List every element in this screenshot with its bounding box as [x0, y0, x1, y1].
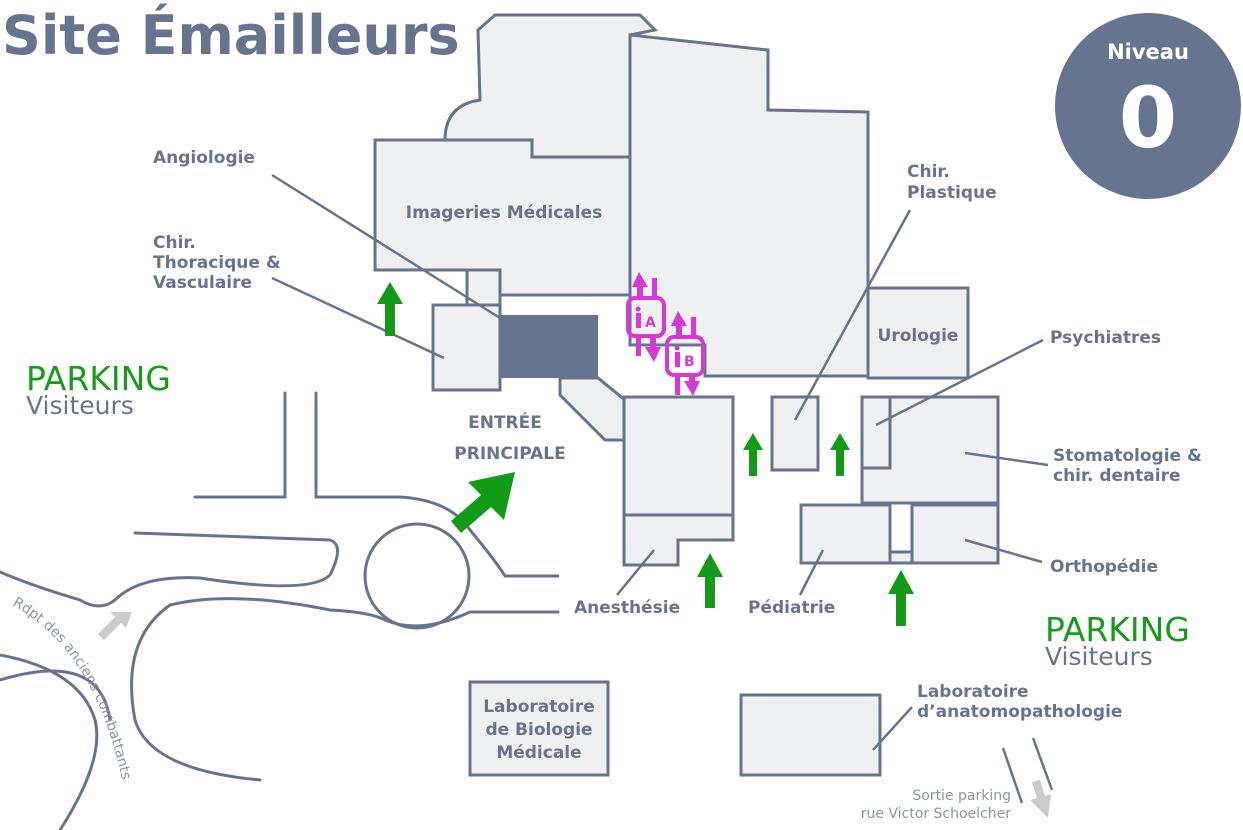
label-entrance: ENTRÉE PRINCIPALE	[454, 411, 565, 464]
buildings	[373, 13, 1000, 777]
svg-text:chir. dentaire: chir. dentaire	[1053, 466, 1180, 486]
label-thoracique: Chir. Thoracique & Vasculaire	[153, 233, 281, 293]
arrow-up-icon	[743, 433, 763, 476]
building-pediatrie	[799, 503, 892, 565]
elevator-a[interactable]: A	[626, 272, 666, 362]
label-lab-anapath: Laboratoire d’anatomopathologie	[917, 682, 1122, 722]
level-badge: Niveau 0	[1055, 13, 1241, 199]
svg-text:Vasculaire: Vasculaire	[153, 273, 252, 293]
parking-right: PARKING Visiteurs	[1045, 610, 1190, 671]
arrow-up-icon	[377, 282, 403, 336]
page-title: Site Émailleurs	[2, 4, 460, 67]
arrow-up-icon	[697, 553, 723, 608]
label-urologie: Urologie	[878, 326, 959, 346]
svg-text:Chir.: Chir.	[153, 233, 196, 253]
building-lab-bio	[468, 680, 610, 777]
svg-text:B: B	[684, 354, 695, 370]
label-plastique: Chir. Plastique	[907, 162, 997, 203]
svg-text:Thoracique &: Thoracique &	[153, 253, 281, 273]
svg-text:A: A	[645, 315, 656, 331]
building-angiologie	[500, 315, 598, 378]
svg-text:ENTRÉE: ENTRÉE	[468, 411, 542, 433]
roads	[0, 391, 1054, 830]
label-orthopedie: Orthopédie	[1050, 557, 1158, 577]
label-angiologie: Angiologie	[153, 148, 255, 168]
parking-left: PARKING Visiteurs	[26, 359, 171, 420]
svg-text:PARKING: PARKING	[1045, 610, 1190, 649]
exit-arrow-icon	[1030, 780, 1051, 818]
svg-text:Visiteurs: Visiteurs	[1045, 642, 1153, 671]
svg-text:Laboratoire: Laboratoire	[483, 697, 595, 717]
arrow-up-icon	[830, 433, 850, 476]
building-orthopedie	[910, 503, 1000, 565]
svg-text:d’anatomopathologie: d’anatomopathologie	[917, 702, 1122, 722]
svg-text:Visiteurs: Visiteurs	[26, 391, 134, 420]
svg-text:Sortie parking: Sortie parking	[912, 788, 1011, 804]
label-lab-bio: Laboratoire de Biologie Médicale	[483, 697, 595, 763]
svg-text:PARKING: PARKING	[26, 359, 171, 398]
access-arrows	[98, 282, 1051, 818]
label-stomatologie: Stomatologie & chir. dentaire	[1053, 446, 1202, 486]
exit-label: Sortie parking rue Victor Schoelcher	[861, 788, 1012, 822]
elevator-b[interactable]: B	[665, 311, 705, 396]
arrow-up-icon	[888, 570, 914, 626]
leader-lines	[271, 173, 1049, 751]
svg-text:Plastique: Plastique	[907, 183, 997, 203]
label-pediatrie: Pédiatrie	[748, 598, 835, 618]
label-imageries: Imageries Médicales	[406, 203, 602, 223]
arrow-gray-icon	[98, 612, 132, 640]
svg-text:PRINCIPALE: PRINCIPALE	[454, 444, 565, 464]
svg-text:Médicale: Médicale	[496, 743, 581, 763]
svg-text:Niveau: Niveau	[1107, 40, 1189, 64]
svg-text:Laboratoire: Laboratoire	[917, 682, 1029, 702]
building-lab-anapath	[739, 693, 882, 777]
entrance-arrow-icon	[451, 472, 515, 533]
building-anesthesie	[622, 513, 735, 567]
svg-text:0: 0	[1119, 69, 1177, 167]
building-urologie	[866, 286, 970, 380]
svg-text:rue Victor Schoelcher: rue Victor Schoelcher	[861, 806, 1012, 822]
label-psychiatres: Psychiatres	[1050, 328, 1161, 348]
label-anesthesie: Anesthésie	[574, 598, 680, 618]
building-thoracique	[431, 303, 502, 392]
building-north-wing	[443, 13, 659, 159]
svg-text:Stomatologie &: Stomatologie &	[1053, 446, 1202, 466]
svg-text:Chir.: Chir.	[907, 162, 950, 182]
svg-text:de Biologie: de Biologie	[485, 720, 592, 740]
